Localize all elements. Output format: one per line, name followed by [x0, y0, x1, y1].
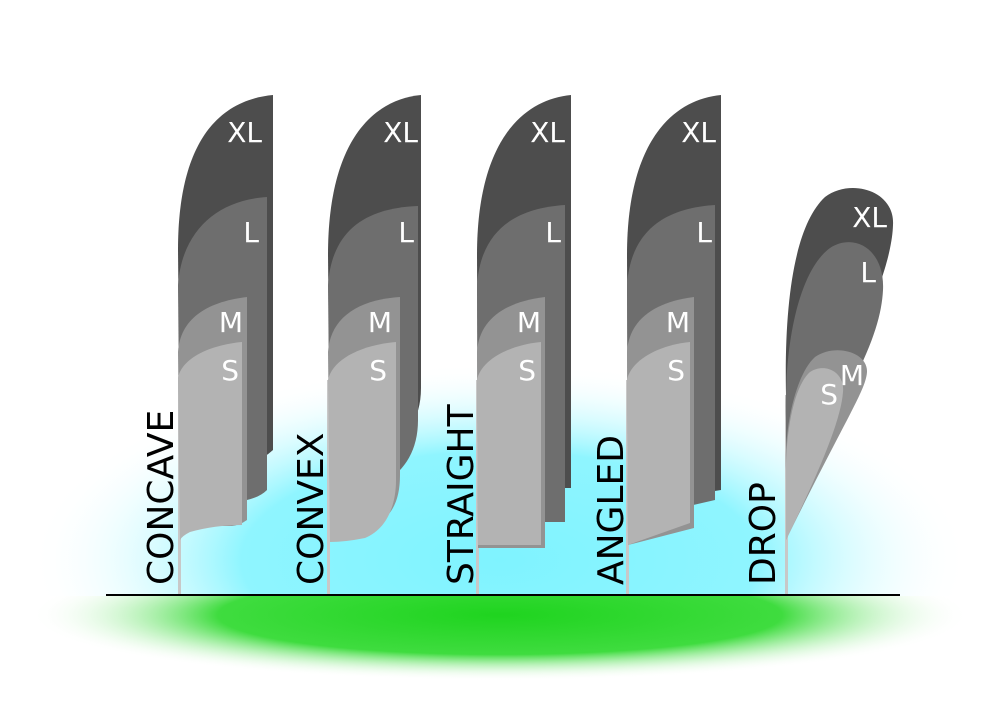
- flag-angled: XL L M S ANGLED: [591, 95, 721, 594]
- flag-concave: XL L M S CONCAVE: [141, 95, 273, 594]
- label-s: S: [369, 354, 387, 387]
- grass-glow: [0, 596, 1000, 696]
- label-l: L: [398, 216, 414, 249]
- label-xl: XL: [383, 116, 418, 149]
- label-s: S: [221, 354, 239, 387]
- flag-s: [328, 342, 396, 542]
- pole: [327, 380, 330, 594]
- label-l: L: [243, 216, 259, 249]
- label-l: L: [696, 216, 712, 249]
- label-m: M: [219, 306, 243, 339]
- label-m: M: [517, 306, 541, 339]
- label-xl: XL: [852, 201, 887, 234]
- label-s: S: [820, 378, 838, 411]
- shape-name-convex: CONVEX: [291, 433, 332, 585]
- shape-name-straight: STRAIGHT: [441, 403, 482, 585]
- label-s: S: [518, 354, 536, 387]
- pole: [476, 380, 479, 594]
- label-m: M: [840, 359, 864, 392]
- label-xl: XL: [530, 116, 565, 149]
- label-m: M: [368, 306, 392, 339]
- label-xl: XL: [681, 116, 716, 149]
- flag-convex: XL L M S CONVEX: [291, 95, 421, 594]
- label-m: M: [666, 306, 690, 339]
- flag-s: [178, 342, 242, 540]
- shape-name-angled: ANGLED: [591, 435, 632, 585]
- pole: [626, 380, 629, 594]
- shape-name-drop: DROP: [743, 482, 784, 585]
- flag-drop: XL L M S DROP: [743, 188, 894, 594]
- shape-name-concave: CONCAVE: [141, 410, 182, 585]
- flag-s: [785, 368, 844, 540]
- label-s: S: [667, 354, 685, 387]
- label-l: L: [860, 256, 876, 289]
- flag-straight: XL L M S STRAIGHT: [441, 95, 571, 594]
- flag-s: [477, 342, 541, 545]
- flag-s: [627, 342, 690, 545]
- label-l: L: [545, 216, 561, 249]
- label-xl: XL: [227, 116, 262, 149]
